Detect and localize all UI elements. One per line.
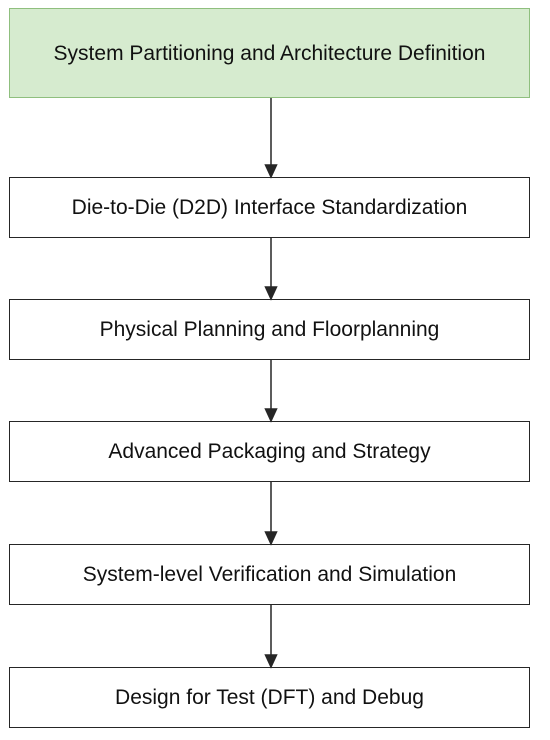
step-box-design-for-test: Design for Test (DFT) and Debug — [9, 667, 530, 728]
arrow-down-2 — [264, 238, 278, 301]
step-box-system-verification: System-level Verification and Simulation — [9, 544, 530, 605]
step-label: Die-to-Die (D2D) Interface Standardizati… — [71, 196, 468, 219]
arrow-down-3 — [264, 360, 278, 423]
step-label: Physical Planning and Floorplanning — [99, 318, 440, 341]
arrow-down-1 — [264, 98, 278, 179]
step-box-physical-planning: Physical Planning and Floorplanning — [9, 299, 530, 360]
step-label: Advanced Packaging and Strategy — [108, 440, 431, 463]
arrow-down-4 — [264, 482, 278, 546]
step-label: Design for Test (DFT) and Debug — [115, 686, 424, 709]
step-label: System-level Verification and Simulation — [82, 563, 457, 586]
step-label: System Partitioning and Architecture Def… — [53, 41, 486, 65]
arrow-down-5 — [264, 605, 278, 669]
step-box-architecture-definition: System Partitioning and Architecture Def… — [9, 8, 530, 98]
step-box-advanced-packaging: Advanced Packaging and Strategy — [9, 421, 530, 482]
step-box-d2d-interface: Die-to-Die (D2D) Interface Standardizati… — [9, 177, 530, 238]
